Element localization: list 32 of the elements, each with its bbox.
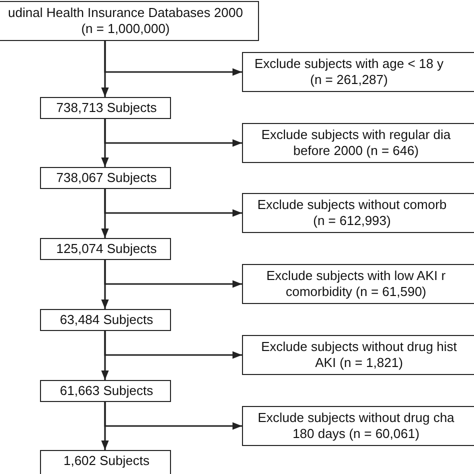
process-box	[40, 238, 171, 260]
box-text: Exclude subjects without comorb (n = 612,993)	[256, 197, 448, 229]
box-text: 63,484 Subjects	[58, 312, 154, 328]
box-text: Exclude subjects with low AKI r comorbidity (n = 61,590)	[265, 268, 447, 300]
arrow	[101, 402, 109, 450]
process-box	[242, 193, 474, 233]
arrow	[101, 331, 109, 380]
box-text: Exclude subjects with regular dia before 2000 (n = 646)	[260, 127, 452, 159]
process-box	[40, 380, 171, 402]
box-text: Exclude subjects without drug hist AKI (n = 1,821)	[260, 339, 458, 371]
arrow	[101, 189, 109, 238]
box-text: 738,713 Subjects	[55, 100, 158, 116]
box-text: Exclude subjects without drug cha 180 days (n = 60,061)	[256, 410, 456, 442]
arrow	[101, 119, 109, 167]
process-box	[40, 97, 171, 119]
process-box	[242, 52, 474, 92]
box-text: 1,602 Subjects	[62, 453, 150, 469]
arrow	[101, 41, 109, 97]
process-box	[242, 406, 474, 446]
process-box	[242, 335, 474, 375]
box-text: 125,074 Subjects	[55, 241, 158, 257]
box-text: Exclude subjects with age < 18 y (n = 261,287)	[254, 56, 444, 88]
process-box	[242, 264, 474, 304]
process-box	[40, 309, 171, 331]
process-box	[0, 1, 259, 41]
process-box	[242, 123, 474, 163]
box-text: udinal Health Insurance Databases 2000 (n = 1,000,000)	[7, 5, 244, 37]
process-box	[40, 167, 171, 189]
box-text: 61,663 Subjects	[58, 383, 154, 399]
box-text: 738,067 Subjects	[55, 170, 158, 186]
process-box	[40, 450, 171, 474]
arrow	[101, 260, 109, 309]
